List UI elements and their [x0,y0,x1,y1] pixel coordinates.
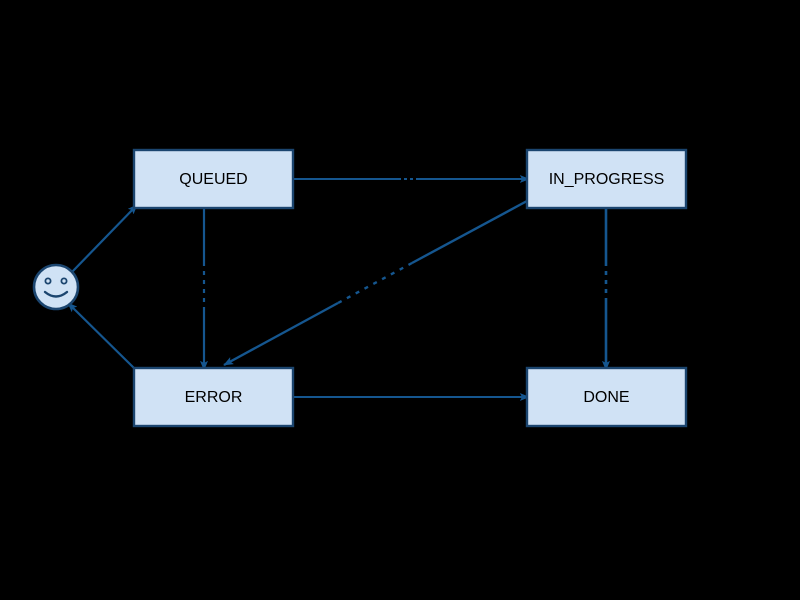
nodes-layer: QUEUED IN_PROGRESS ERROR DONE [32,148,688,428]
smiley-face-icon [32,263,80,311]
edge-in-progress-to-error[interactable] [223,199,528,367]
node-queued-box [132,148,295,210]
node-start[interactable] [32,263,80,311]
edge-start-to-queued[interactable] [71,204,138,273]
node-done-box [525,366,688,428]
node-done[interactable]: DONE [525,366,688,428]
edges-layer [67,175,610,401]
node-queued[interactable]: QUEUED [132,148,295,210]
edge-line [67,302,137,371]
node-in-progress-box [525,148,688,210]
smiley-mouth-icon [43,290,69,298]
edge-line-seg-dashed [337,261,413,305]
smiley-eye-right-icon [60,277,68,285]
node-error[interactable]: ERROR [132,366,295,428]
edge-line-seg-a [411,199,528,265]
edge-line [71,204,138,273]
node-error-box [132,366,295,428]
edge-line-seg-b [223,301,339,367]
edge-error-to-start[interactable] [67,302,137,371]
node-in-progress[interactable]: IN_PROGRESS [525,148,688,210]
smiley-eye-left-icon [44,277,52,285]
